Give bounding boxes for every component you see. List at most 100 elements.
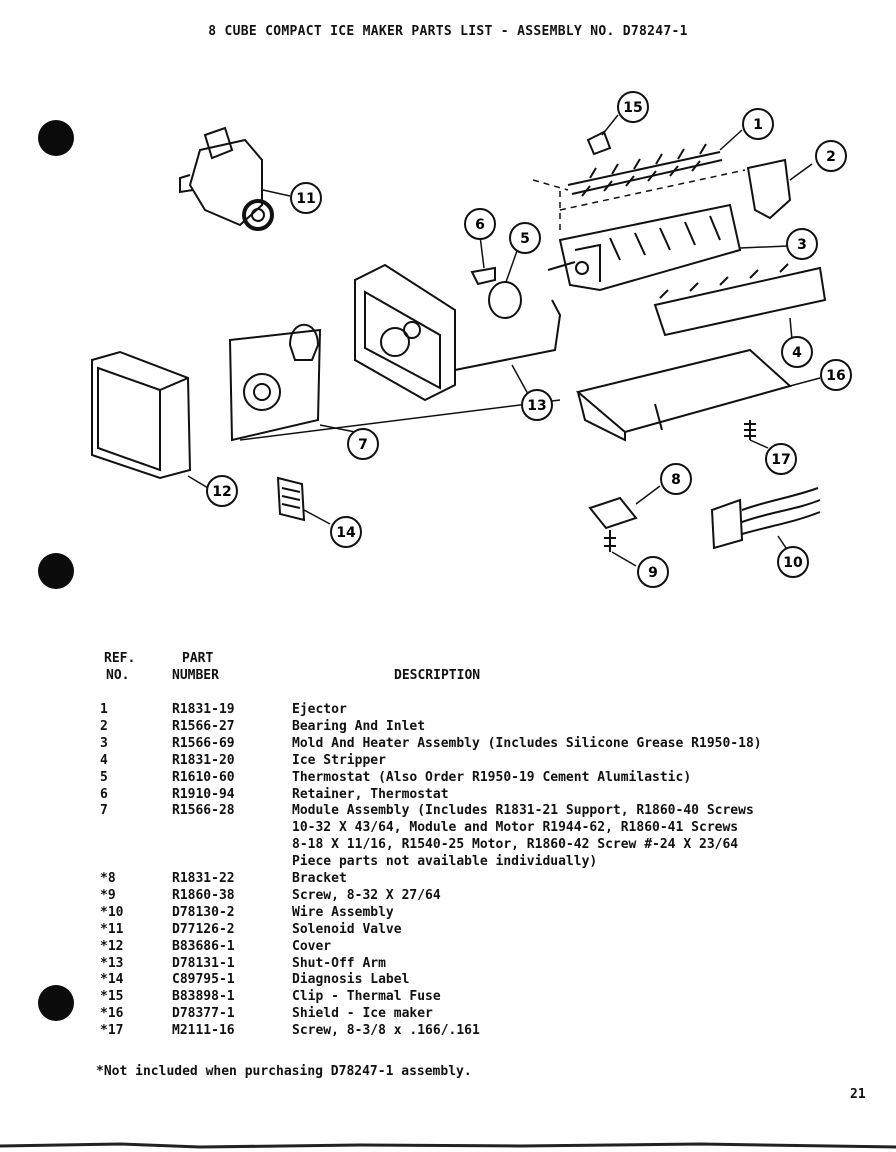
table-row: *15 B83898-1 Clip - Thermal Fuse bbox=[0, 989, 896, 1006]
callout-12: 12 bbox=[206, 475, 238, 507]
cell-part: R1831-19 bbox=[172, 702, 235, 717]
part-header: PART bbox=[182, 651, 214, 666]
cell-ref: 6 bbox=[100, 786, 108, 802]
callout-14: 14 bbox=[330, 516, 362, 548]
cell-desc: Ejector bbox=[292, 702, 347, 717]
cell-ref: *14 bbox=[100, 972, 124, 988]
cell-ref: *15 bbox=[100, 989, 124, 1005]
cell-part: B83686-1 bbox=[172, 938, 235, 954]
table-row: *17 M2111-16 Screw, 8-3/8 x .166/.161 bbox=[0, 1023, 896, 1040]
cell-desc: Cover bbox=[292, 938, 332, 954]
cell-desc: Bearing And Inlet bbox=[292, 718, 426, 734]
cell-ref: *16 bbox=[100, 1006, 124, 1022]
cell-desc: Clip - Thermal Fuse bbox=[292, 989, 441, 1005]
cell-desc-continuation: 8-18 X 11/16, R1540-25 Motor, R1860-42 S… bbox=[292, 837, 739, 853]
cell-desc-continuation: 10-32 X 43/64, Module and Motor R1944-62… bbox=[292, 820, 739, 836]
cell-desc: Solenoid Valve bbox=[292, 921, 402, 937]
binder-hole-top bbox=[38, 120, 74, 156]
page-number: 21 bbox=[850, 1087, 866, 1102]
cell-part: M2111-16 bbox=[172, 1023, 235, 1039]
cell-desc: Screw, 8-32 X 27/64 bbox=[292, 887, 441, 903]
svg-text:16: 16 bbox=[826, 368, 845, 384]
exploded-parts-diagram: 15 1 2 11 6 5 3 4 16 13 7 17 12 8 14 9 1… bbox=[91, 91, 852, 588]
cell-ref: 7 bbox=[100, 803, 108, 819]
cell-desc: Bracket bbox=[292, 871, 347, 886]
callout-5: 5 bbox=[509, 222, 541, 254]
cell-desc: Shield - Ice maker bbox=[292, 1006, 433, 1022]
svg-text:2: 2 bbox=[826, 149, 836, 165]
cell-desc: Diagnosis Label bbox=[292, 972, 410, 988]
module-housing-drawing bbox=[354, 263, 456, 402]
callout-9: 9 bbox=[637, 556, 669, 588]
cell-ref: 5 bbox=[100, 769, 108, 785]
cell-ref: *8 bbox=[100, 871, 116, 886]
part-header-number: NUMBER bbox=[172, 668, 219, 683]
bearing-inlet-drawing bbox=[746, 158, 792, 220]
thermostat-drawing bbox=[488, 281, 522, 319]
svg-text:7: 7 bbox=[358, 437, 368, 453]
callout-4: 4 bbox=[781, 336, 813, 368]
callout-6: 6 bbox=[464, 208, 496, 240]
ejector-drawing bbox=[567, 143, 723, 197]
screw-9-drawing bbox=[604, 530, 616, 552]
cell-ref: *17 bbox=[100, 1023, 124, 1039]
diagnosis-label-drawing bbox=[276, 476, 306, 522]
cell-part: R1610-60 bbox=[172, 769, 235, 785]
callout-11: 11 bbox=[290, 182, 322, 214]
callout-10: 10 bbox=[777, 546, 809, 578]
svg-text:5: 5 bbox=[520, 231, 530, 247]
screw-17-drawing bbox=[744, 420, 756, 440]
cell-ref: 1 bbox=[100, 702, 108, 717]
table-row: 6 R1910-94 Retainer, Thermostat bbox=[0, 787, 896, 804]
table-row: *14 C89795-1 Diagnosis Label bbox=[0, 972, 896, 989]
cell-part: C89795-1 bbox=[172, 972, 235, 988]
cell-part: R1566-27 bbox=[172, 718, 235, 734]
table-row: *8 R1831-22 Bracket bbox=[0, 871, 896, 888]
table-row: 4 R1831-20 Ice Stripper bbox=[0, 753, 896, 770]
footnote: *Not included when purchasing D78247-1 a… bbox=[96, 1064, 472, 1079]
svg-text:9: 9 bbox=[648, 565, 658, 581]
shield-drawing bbox=[575, 348, 793, 442]
cell-ref: 4 bbox=[100, 752, 108, 768]
callout-16: 16 bbox=[820, 359, 852, 391]
cell-desc: Screw, 8-3/8 x .166/.161 bbox=[292, 1023, 480, 1039]
cell-desc: Ice Stripper bbox=[292, 752, 386, 768]
callout-2: 2 bbox=[815, 140, 847, 172]
cell-part: D78131-1 bbox=[172, 955, 235, 971]
svg-text:12: 12 bbox=[212, 484, 231, 500]
callout-3: 3 bbox=[786, 228, 818, 260]
page-title: 8 CUBE COMPACT ICE MAKER PARTS LIST - AS… bbox=[208, 24, 688, 39]
cell-ref: 2 bbox=[100, 718, 108, 734]
module-motor-drawing bbox=[228, 323, 322, 442]
retainer-drawing bbox=[470, 266, 496, 286]
cell-ref: *13 bbox=[100, 955, 124, 971]
callout-8: 8 bbox=[660, 463, 692, 495]
callout-1: 1 bbox=[742, 108, 774, 140]
cell-desc: Retainer, Thermostat bbox=[292, 786, 449, 802]
thermal-fuse-clip-drawing bbox=[586, 130, 612, 156]
callout-7: 7 bbox=[347, 428, 379, 460]
cover-drawing bbox=[91, 350, 192, 480]
svg-text:15: 15 bbox=[623, 100, 642, 116]
callout-13: 13 bbox=[521, 389, 553, 421]
cell-part: B83898-1 bbox=[172, 989, 235, 1005]
table-row: 2 R1566-27 Bearing And Inlet bbox=[0, 719, 896, 736]
ref-header: REF. bbox=[104, 651, 136, 666]
cell-desc: Mold And Heater Assembly (Includes Silic… bbox=[292, 735, 762, 751]
cell-part: R1831-22 bbox=[172, 871, 235, 886]
cell-desc-continuation: Piece parts not available individually) bbox=[292, 854, 598, 870]
cell-part: D77126-2 bbox=[172, 921, 235, 937]
cell-ref: 3 bbox=[100, 735, 108, 751]
cell-ref: *12 bbox=[100, 938, 124, 954]
cell-part: R1910-94 bbox=[172, 786, 235, 802]
description-header: DESCRIPTION bbox=[394, 668, 481, 683]
cell-part: D78130-2 bbox=[172, 904, 235, 920]
cell-part: R1831-20 bbox=[172, 752, 235, 768]
svg-text:13: 13 bbox=[527, 398, 546, 414]
solenoid-valve-drawing bbox=[179, 126, 274, 231]
